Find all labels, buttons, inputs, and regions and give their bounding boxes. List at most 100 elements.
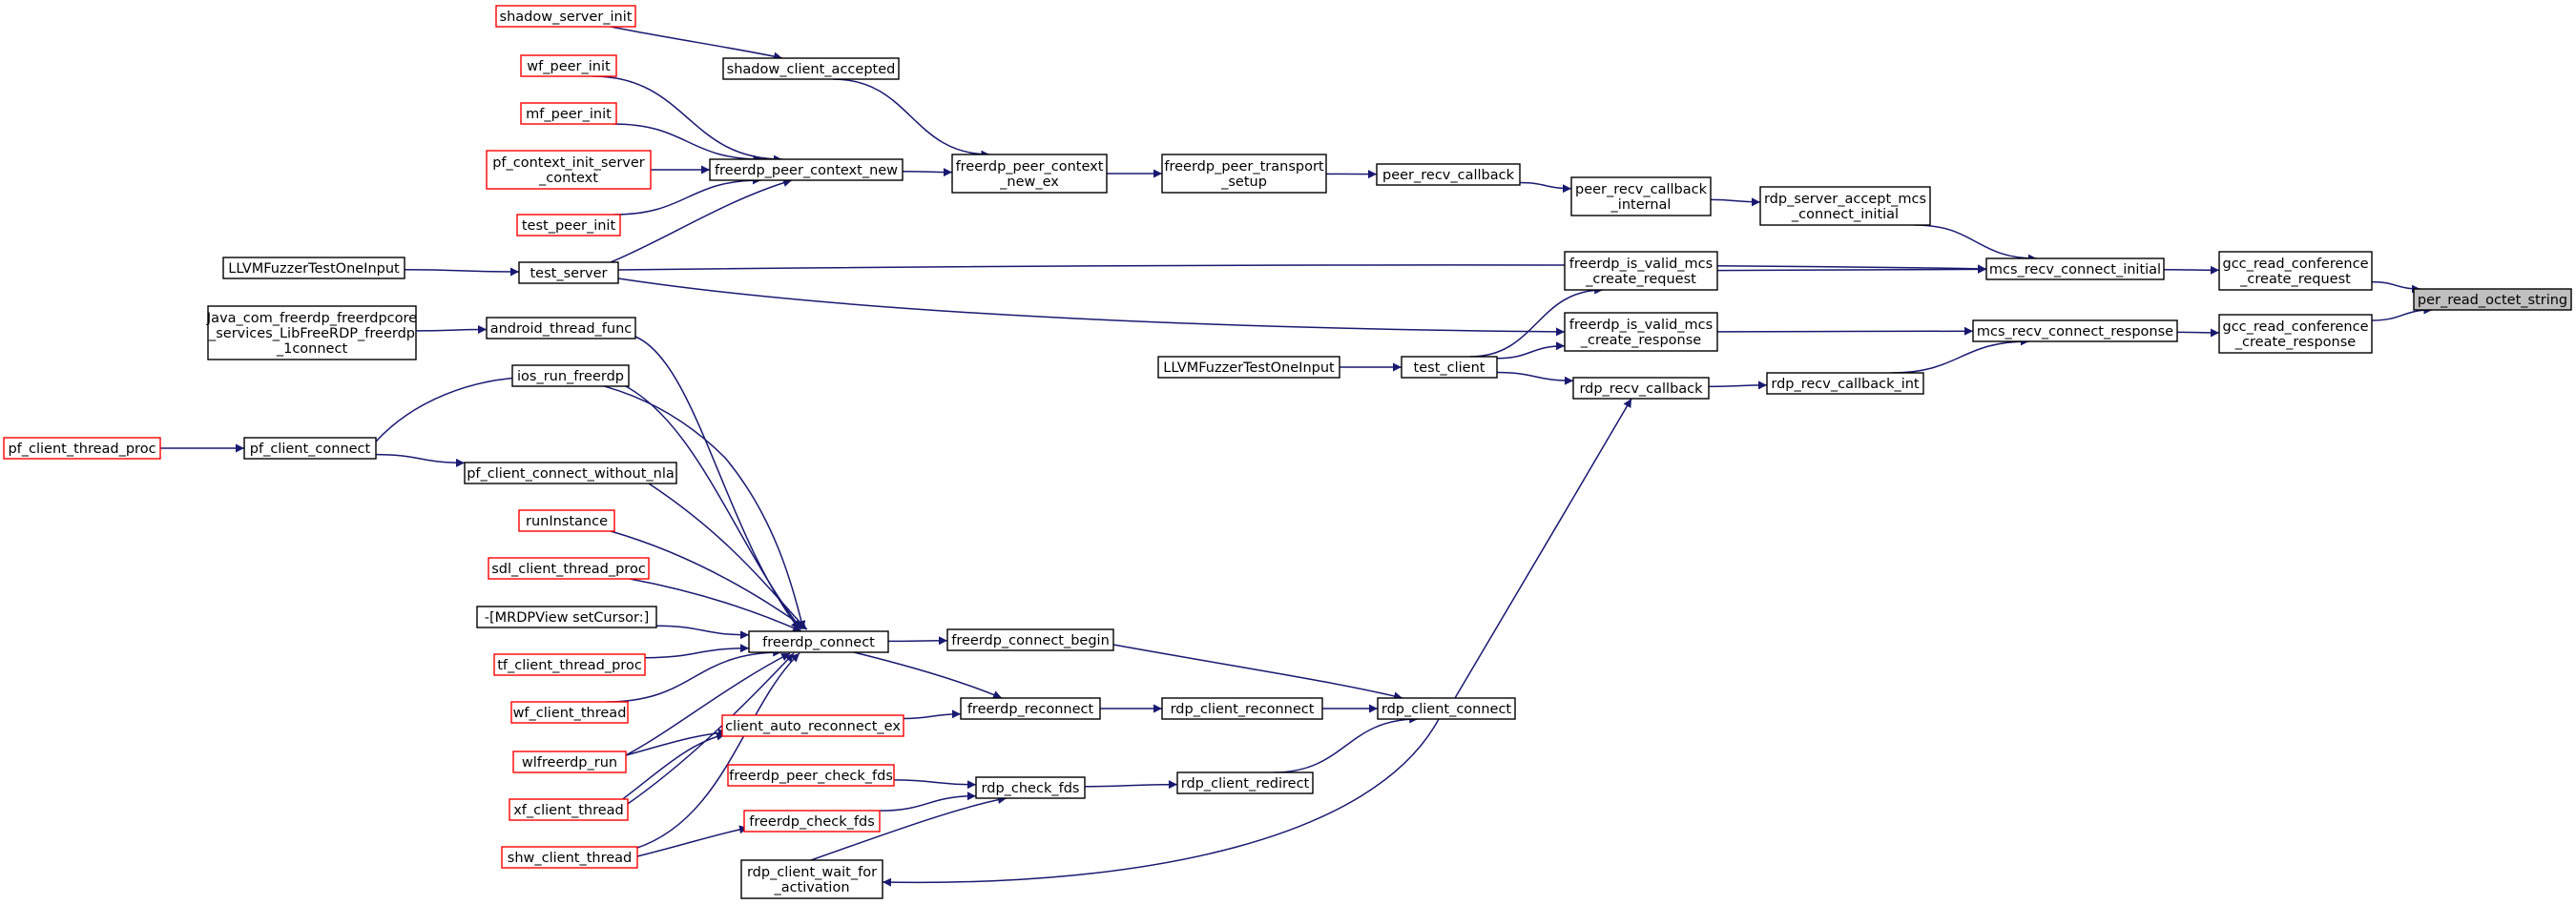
node-check_fds[interactable]: freerdp_check_fds (743, 810, 881, 833)
node-box (512, 751, 627, 773)
node-label: peer_recv_callback (1382, 168, 1515, 183)
node-label: _create_request (1585, 272, 1696, 287)
node-box (1572, 377, 1710, 400)
node-per_read_octet_string[interactable]: per_read_octet_string (2413, 288, 2572, 311)
node-tf_thread[interactable]: tf_client_thread_proc (493, 653, 646, 676)
node-rdp_check_fds[interactable]: rdp_check_fds (975, 776, 1086, 799)
node-fuzz2[interactable]: LLVMFuzzerTestOneInput (1157, 356, 1340, 379)
node-sdl_thread[interactable]: sdl_client_thread_proc (488, 557, 650, 580)
node-ctx_new_ex[interactable]: freerdp_peer_context_new_ex (951, 154, 1108, 194)
nodes-layer: per_read_octet_string gcc_read_conference… (3, 5, 2572, 899)
edge-rdp_recv_int-to-mcs_resp (1891, 337, 2029, 374)
node-rdp_client_reconnect[interactable]: rdp_client_reconnect (1161, 697, 1323, 720)
edge-test_server-to-mcs_init (617, 264, 1987, 274)
node-label: shadow_client_accepted (727, 62, 896, 77)
node-test_client[interactable]: test_client (1401, 356, 1498, 379)
node-gcc_req[interactable]: gcc_read_conference_create_request (2218, 251, 2373, 291)
node-box (1376, 163, 1521, 186)
node-label: shadow_server_init (500, 10, 633, 25)
node-box (722, 57, 900, 80)
edge-shw_thread-to-freerdp_connect (634, 652, 800, 850)
node-fuzz1[interactable]: LLVMFuzzerTestOneInput (222, 257, 405, 279)
node-valid_resp[interactable]: freerdp_is_valid_mcs_create_response (1564, 312, 1718, 352)
node-peer_recv[interactable]: peer_recv_callback (1376, 163, 1521, 186)
node-transport_setup[interactable]: freerdp_peer_transport_setup (1161, 154, 1327, 194)
node-pf_client_connect[interactable]: pf_client_connect (243, 437, 377, 460)
node-valid_req[interactable]: freerdp_is_valid_mcs_create_request (1564, 251, 1718, 291)
node-pf_without_nla[interactable]: pf_client_connect_without_nla (464, 462, 677, 484)
node-box (520, 54, 617, 77)
node-box (1972, 319, 2178, 342)
node-shadow_server_init[interactable]: shadow_server_init (495, 5, 636, 28)
edge-test_server-to-valid_resp (617, 278, 1566, 337)
node-wait_activation[interactable]: rdp_client_wait_for_activation (740, 859, 883, 899)
node-wf_peer_init[interactable]: wf_peer_init (520, 54, 617, 77)
node-mcs_resp[interactable]: mcs_recv_connect_response (1972, 319, 2178, 342)
node-label: android_thread_func (490, 321, 633, 337)
node-freerdp_connect_begin[interactable]: freerdp_connect_begin (946, 628, 1114, 651)
node-test_peer_init[interactable]: test_peer_init (516, 214, 621, 237)
node-rdp_recv_int[interactable]: rdp_recv_callback_int (1766, 372, 1924, 395)
node-box (743, 810, 881, 833)
edge-mrdp_cursor-to-freerdp_connect (655, 625, 750, 640)
node-box (488, 557, 650, 580)
node-box (1564, 251, 1718, 291)
node-shw_thread[interactable]: shw_client_thread (501, 846, 638, 869)
node-box (486, 317, 636, 339)
node-wlfreerdp_run[interactable]: wlfreerdp_run (512, 751, 627, 773)
node-ios_run[interactable]: ios_run_freerdp (511, 364, 630, 387)
node-rdp_accept[interactable]: rdp_server_accept_mcs_connect_initial (1759, 186, 1931, 226)
node-label: freerdp_reconnect (967, 702, 1094, 717)
node-android_thread[interactable]: android_thread_func (486, 317, 636, 339)
node-peer_recv_int[interactable]: peer_recv_callback_internal (1570, 176, 1712, 216)
node-label: _connect_initial (1791, 207, 1899, 222)
node-freerdp_reconnect[interactable]: freerdp_reconnect (960, 697, 1101, 720)
node-rdp_client_redirect[interactable]: rdp_client_redirect (1176, 771, 1314, 794)
node-box (2218, 251, 2373, 291)
node-wf_thread[interactable]: wf_client_thread (510, 701, 629, 724)
node-mcs_init[interactable]: mcs_recv_connect_initial (1985, 257, 2165, 280)
edge-mcs_resp-to-gcc_resp (2176, 328, 2220, 338)
edge-mcs_init-to-gcc_req (2163, 265, 2220, 275)
node-box (709, 158, 904, 181)
node-box (2413, 288, 2572, 311)
node-test_server[interactable]: test_server (518, 261, 619, 284)
node-mf_peer_init[interactable]: mf_peer_init (520, 102, 617, 125)
node-peer_check_fds[interactable]: freerdp_peer_check_fds (727, 764, 895, 787)
node-label: freerdp_is_valid_mcs (1569, 257, 1713, 272)
node-label: rdp_check_fds (982, 781, 1080, 796)
node-label: pf_context_init_server (492, 155, 645, 171)
node-label: gcc_read_conference (2222, 319, 2368, 335)
node-label: client_auto_reconnect_ex (725, 719, 901, 734)
node-client_auto_reconnect[interactable]: client_auto_reconnect_ex (721, 714, 904, 737)
node-label: test_client (1414, 360, 1485, 376)
node-ctx_new[interactable]: freerdp_peer_context_new (709, 158, 904, 181)
node-box (222, 257, 405, 279)
node-label: rdp_client_redirect (1181, 776, 1310, 792)
node-label: rdp_server_accept_mcs (1764, 192, 1926, 207)
edges-layer (160, 26, 2433, 887)
node-mrdp_cursor[interactable]: -[MRDPView setCursor:] (476, 606, 657, 628)
node-label: rdp_client_reconnect (1171, 702, 1315, 717)
edge-ctx_new-to-ctx_new_ex (902, 168, 953, 177)
node-label: LLVMFuzzerTestOneInput (1163, 360, 1335, 376)
edge-pf_without_nla-to-freerdp_connect (648, 483, 807, 630)
node-runInstance[interactable]: runInstance (518, 509, 615, 532)
edge-peer_check_fds-to-rdp_check_fds (893, 779, 977, 790)
node-rdp_client_connect[interactable]: rdp_client_connect (1377, 697, 1516, 720)
node-label: wlfreerdp_run (522, 755, 617, 771)
node-rdp_recv[interactable]: rdp_recv_callback (1572, 377, 1710, 400)
node-label: pf_client_connect_without_nla (467, 466, 675, 482)
node-gcc_resp[interactable]: gcc_read_conference_create_response (2218, 314, 2373, 354)
node-pf_thread_proc[interactable]: pf_client_thread_proc (3, 437, 161, 460)
node-label: _activation (773, 880, 849, 895)
node-box (518, 261, 619, 284)
node-xf_thread[interactable]: xf_client_thread (509, 798, 629, 821)
node-freerdp_connect[interactable]: freerdp_connect (748, 630, 889, 653)
edge-mf_peer_init-to-ctx_new (613, 123, 762, 164)
node-label: _create_response (2234, 335, 2356, 350)
node-java_connect[interactable]: Java_com_freerdp_freerdpcore_services_Li… (206, 305, 417, 360)
node-shadow_accepted[interactable]: shadow_client_accepted (722, 57, 900, 80)
node-pf_ctx_init[interactable]: pf_context_init_server_context (486, 150, 652, 190)
node-label: _internal (1610, 197, 1672, 213)
